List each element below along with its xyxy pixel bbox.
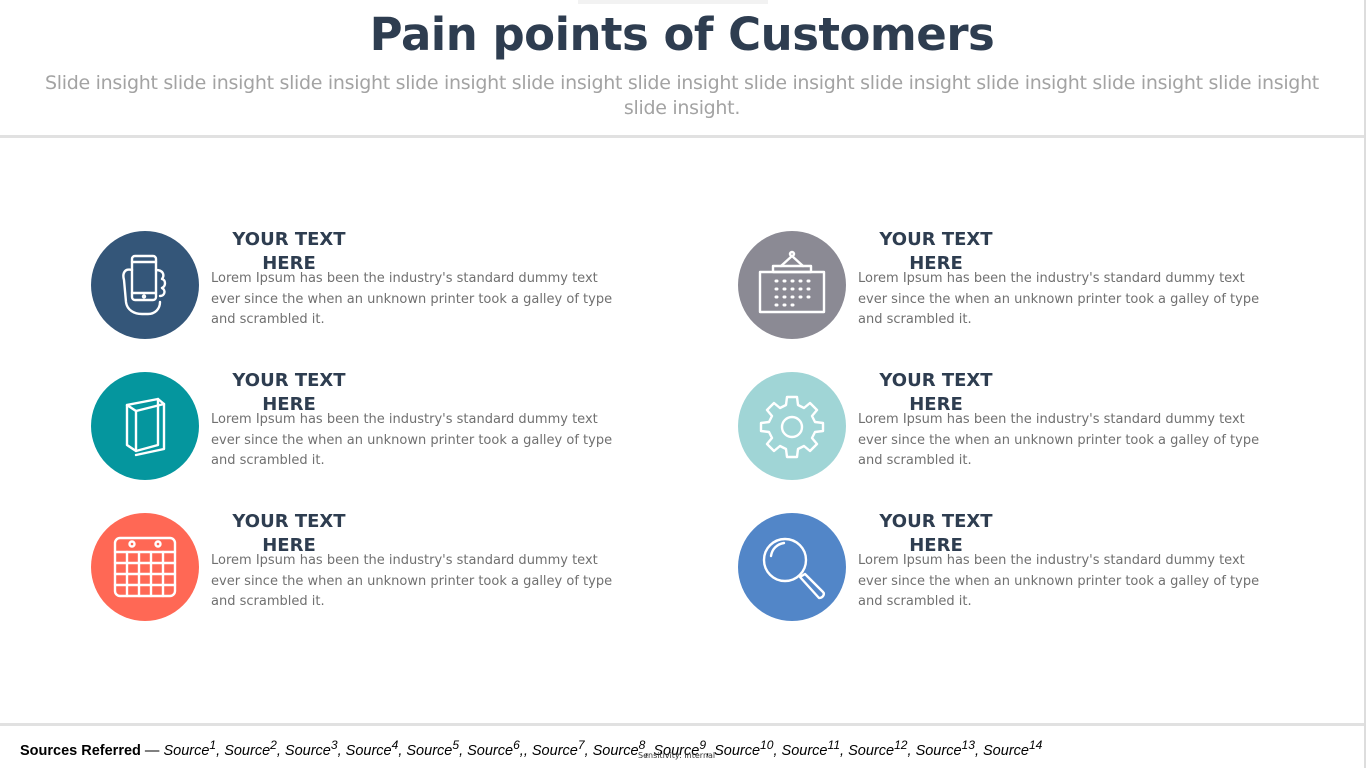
source-ref: Source4 [345, 738, 399, 759]
card-body: Lorem Ipsum has been the industry's stan… [211, 553, 613, 609]
sources-line: Sources Referred — Source1, Source2, Sou… [20, 738, 1350, 759]
source-ref: Source11 [781, 738, 841, 759]
card-body: Lorem Ipsum has been the industry's stan… [211, 412, 613, 468]
slide-title: Pain points of Customers [369, 8, 995, 61]
pain-point-card-5: YOUR TEXT HERE Lorem Ipsum has been the … [91, 511, 651, 625]
phone-in-hand-icon [91, 231, 199, 339]
magnifier-icon [738, 513, 846, 621]
sources-label: Sources Referred [20, 742, 141, 759]
slide-right-border [1364, 0, 1366, 768]
source-ref: Source3 [284, 738, 338, 759]
calendar-icon [91, 513, 199, 621]
source-ref: Source12 [848, 738, 908, 759]
card-body: Lorem Ipsum has been the industry's stan… [858, 271, 1260, 327]
wall-calendar-icon [738, 231, 846, 339]
source-ref: Source8 [592, 738, 646, 759]
book-icon [91, 372, 199, 480]
pain-point-card-2: YOUR TEXT HERE Lorem Ipsum has been the … [738, 229, 1298, 343]
gear-icon [738, 372, 846, 480]
card-heading: YOUR TEXT HERE [879, 511, 993, 556]
card-heading: YOUR TEXT HERE [232, 229, 346, 274]
source-ref: Source9 [653, 738, 707, 759]
pain-point-card-4: YOUR TEXT HERE Lorem Ipsum has been the … [738, 370, 1298, 484]
top-decoration [578, 0, 768, 4]
card-body: Lorem Ipsum has been the industry's stan… [211, 271, 613, 327]
card-body: Lorem Ipsum has been the industry's stan… [858, 412, 1260, 468]
source-ref: Source1 [163, 738, 217, 759]
header-divider [0, 135, 1364, 138]
source-ref: Source5 [406, 738, 460, 759]
pain-point-card-6: YOUR TEXT HERE Lorem Ipsum has been the … [738, 511, 1298, 625]
source-ref: Source7 [531, 738, 585, 759]
source-ref: Source6, [467, 738, 524, 759]
sources-dash: — [144, 742, 164, 759]
card-heading: YOUR TEXT HERE [232, 370, 346, 415]
sensitivity-label: Sensitivity: Internal [638, 751, 716, 760]
source-ref: Source14 [983, 738, 1043, 759]
footer-divider [0, 723, 1364, 726]
pain-point-card-3: YOUR TEXT HERE Lorem Ipsum has been the … [91, 370, 651, 484]
sources-list: Source1, Source2, Source3, Source4, Sour… [163, 738, 1043, 759]
pain-point-card-1: YOUR TEXT HERE Lorem Ipsum has been the … [91, 229, 651, 343]
source-ref: Source13 [915, 738, 975, 759]
card-heading: YOUR TEXT HERE [879, 229, 993, 274]
card-heading: YOUR TEXT HERE [879, 370, 993, 415]
source-ref: Source10 [714, 738, 774, 759]
card-heading: YOUR TEXT HERE [232, 511, 346, 556]
slide-subtitle: Slide insight slide insight slide insigh… [45, 72, 1319, 119]
source-ref: Source2 [224, 738, 277, 759]
card-body: Lorem Ipsum has been the industry's stan… [858, 553, 1260, 609]
